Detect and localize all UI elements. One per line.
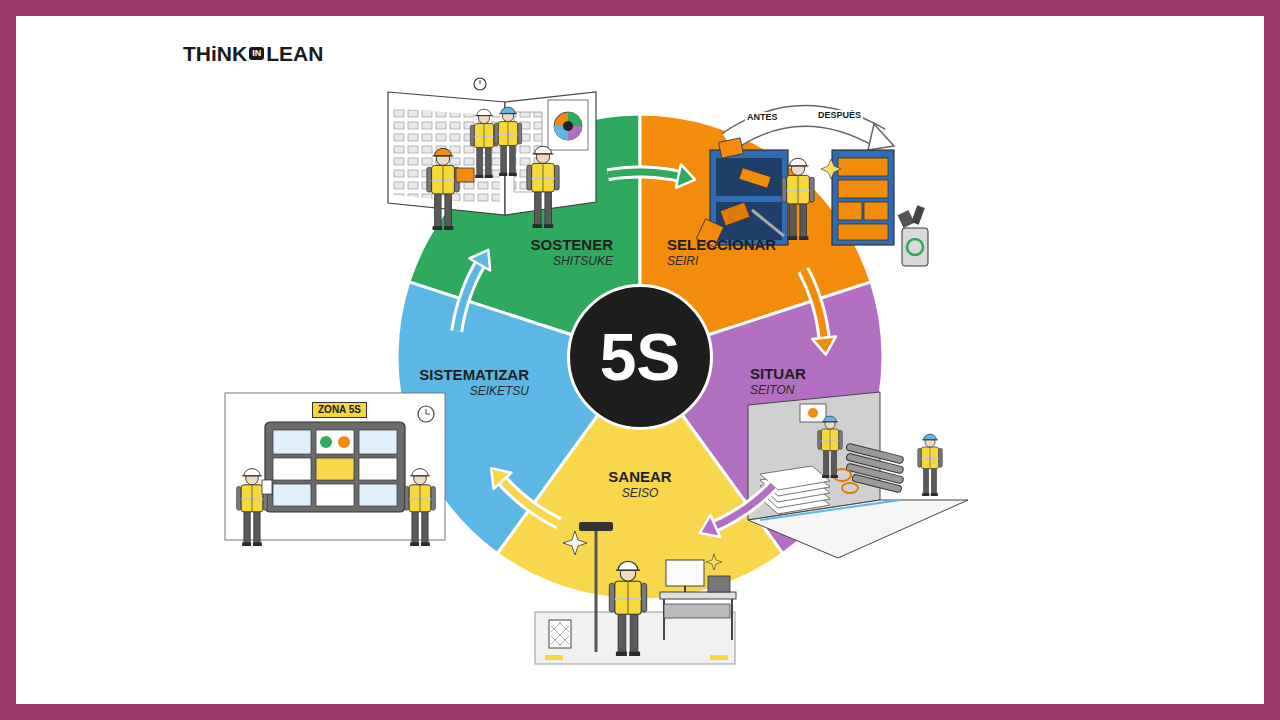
step-name: SELECCIONAR [667, 236, 776, 254]
logo-text: LEAN [266, 41, 323, 66]
sustain-scene [388, 78, 596, 230]
sort-scene [696, 116, 928, 266]
after-label: DESPUÉS [816, 110, 863, 121]
japanese-term: SEIRI [667, 254, 776, 269]
sector-label: SITUARSEITON [750, 365, 806, 398]
step-name: SITUAR [750, 365, 806, 383]
order-scene [748, 392, 968, 558]
center-circle: 5S [567, 284, 713, 430]
standardize-scene [225, 393, 445, 546]
sector-label: SANEARSEISO [608, 468, 671, 501]
japanese-term: SEIKETSU [419, 384, 529, 399]
japanese-term: SHITSUKE [530, 254, 613, 269]
step-name: SANEAR [608, 468, 671, 486]
board-title: ZONA 5S [312, 402, 367, 418]
logo-tag: IN [249, 47, 264, 60]
japanese-term: SEISO [608, 486, 671, 501]
before-label: ANTES [745, 112, 780, 123]
japanese-term: SEITON [750, 383, 806, 398]
shine-scene [535, 522, 736, 664]
step-name: SOSTENER [530, 236, 613, 254]
sector-label: SISTEMATIZARSEIKETSU [419, 366, 529, 399]
step-name: SISTEMATIZAR [419, 366, 529, 384]
sector-label: SELECCIONARSEIRI [667, 236, 776, 269]
logo-text: THiNK [183, 41, 247, 66]
sector-label: SOSTENERSHITSUKE [530, 236, 613, 269]
center-title: 5S [600, 324, 681, 390]
